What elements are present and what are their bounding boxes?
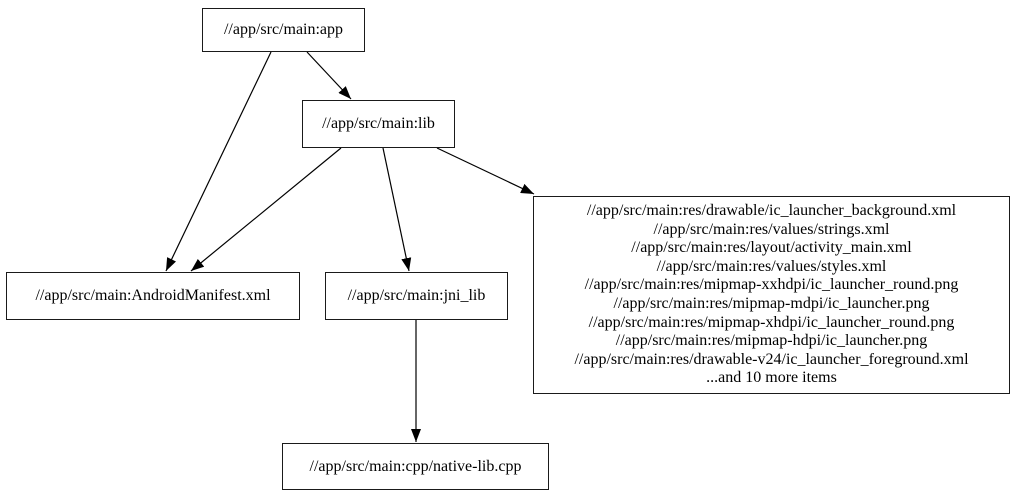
resources-line: //app/src/main:res/mipmap-hdpi/ic_launch…: [615, 332, 928, 350]
node-lib: //app/src/main:lib: [302, 100, 455, 148]
node-resources-group: //app/src/main:res/drawable/ic_launcher_…: [533, 196, 1010, 394]
edge-lib-to-manifest: [190, 147, 342, 272]
resources-line: //app/src/main:res/values/styles.xml: [656, 257, 887, 275]
node-native-lib-cpp: //app/src/main:cpp/native-lib.cpp: [282, 443, 549, 490]
node-app: //app/src/main:app: [202, 8, 365, 52]
resources-line: //app/src/main:res/mipmap-xxhdpi/ic_laun…: [584, 276, 959, 294]
resources-line: //app/src/main:res/drawable/ic_launcher_…: [586, 202, 957, 220]
node-jni-lib: //app/src/main:jni_lib: [325, 272, 508, 320]
node-jni-lib-label: //app/src/main:jni_lib: [347, 287, 486, 304]
edge-app-to-lib: [306, 51, 352, 100]
resources-line: //app/src/main:res/drawable-v24/ic_launc…: [574, 350, 969, 368]
node-android-manifest-label: //app/src/main:AndroidManifest.xml: [35, 287, 271, 304]
node-lib-label: //app/src/main:lib: [322, 115, 435, 132]
resources-line: //app/src/main:res/values/strings.xml: [653, 220, 890, 238]
node-app-label: //app/src/main:app: [223, 21, 344, 38]
edge-lib-to-resources: [436, 147, 535, 195]
edge-lib-to-jni-lib: [382, 147, 412, 272]
resources-line: //app/src/main:res/layout/activity_main.…: [631, 239, 912, 257]
node-native-lib-cpp-label: //app/src/main:cpp/native-lib.cpp: [309, 457, 522, 475]
resources-line: //app/src/main:res/mipmap-mdpi/ic_launch…: [613, 295, 930, 312]
edge-app-to-manifest: [165, 51, 272, 272]
resources-more-items: ...and 10 more items: [706, 369, 837, 387]
node-android-manifest: //app/src/main:AndroidManifest.xml: [6, 272, 300, 320]
resources-line: //app/src/main:res/mipmap-xhdpi/ic_launc…: [588, 313, 955, 331]
